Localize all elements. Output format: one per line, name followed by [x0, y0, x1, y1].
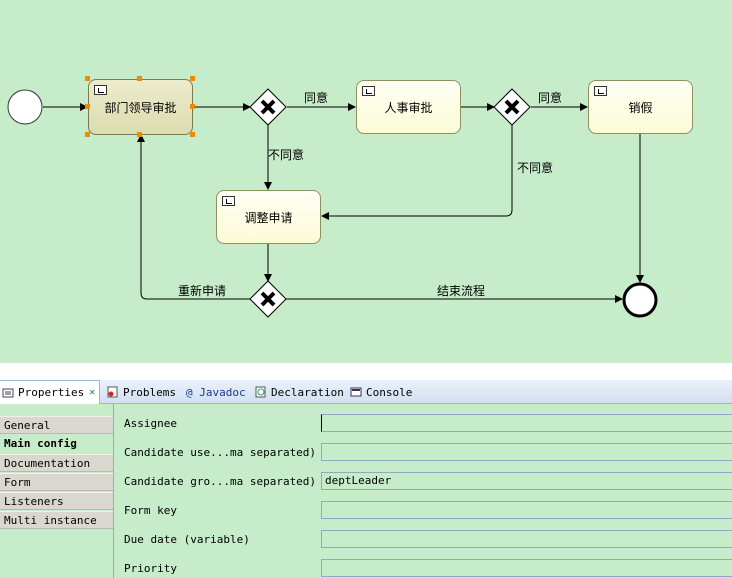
tab-problems[interactable]: Problems: [107, 380, 176, 404]
flow-lines: [7, 88, 658, 318]
candidate-users-label: Candidate use...ma separated): [124, 446, 317, 459]
flow-label-reapply[interactable]: 重新申请: [178, 284, 227, 298]
selection-handle[interactable]: [137, 76, 142, 81]
tab-label: Console: [366, 385, 413, 399]
selection-handle[interactable]: [190, 76, 195, 81]
user-task-icon: [362, 86, 375, 96]
tab-declaration[interactable]: Declaration: [255, 380, 344, 404]
sidebar-item-form[interactable]: Form: [0, 473, 113, 491]
priority-label: Priority: [124, 562, 177, 575]
user-task-icon: [222, 196, 235, 206]
sidebar-item-multi-instance[interactable]: Multi instance: [0, 511, 113, 529]
tab-label: @ Javadoc: [186, 385, 246, 399]
selection-handle[interactable]: [85, 132, 90, 137]
due-date-input[interactable]: [321, 530, 732, 548]
tab-properties[interactable]: Properties ✕: [0, 380, 100, 404]
view-tab-bar: Properties ✕ Problems @ Javadoc Declarat…: [0, 380, 732, 404]
close-icon[interactable]: ✕: [89, 387, 96, 398]
declaration-icon: [255, 386, 266, 398]
canvas-divider: [0, 363, 732, 380]
sidebar-item-general[interactable]: General: [0, 416, 113, 434]
flow-label-agree[interactable]: 同意: [538, 91, 563, 105]
flow-label-end-process[interactable]: 结束流程: [437, 284, 486, 298]
flow-label-agree[interactable]: 同意: [304, 91, 329, 105]
selection-handle[interactable]: [85, 104, 90, 109]
tab-console[interactable]: Console: [350, 380, 412, 404]
sidebar-item-main-config[interactable]: Main config: [0, 435, 113, 453]
priority-input[interactable]: [321, 559, 732, 577]
task-label: 调整申请: [244, 210, 293, 225]
properties-icon: [2, 388, 14, 397]
user-task-icon: [94, 85, 107, 95]
sidebar-item-documentation[interactable]: Documentation: [0, 454, 113, 472]
properties-panel: General Main config Documentation Form L…: [0, 404, 732, 578]
sidebar-item-listeners[interactable]: Listeners: [0, 492, 113, 510]
task-cancel-leave[interactable]: 销假: [588, 80, 693, 134]
flow-label-disagree[interactable]: 不同意: [268, 148, 305, 162]
task-adjust-request[interactable]: 调整申请: [216, 190, 321, 244]
tab-label: Declaration: [271, 385, 344, 399]
start-event: [7, 89, 43, 125]
task-dept-leader-approval[interactable]: 部门领导审批: [88, 79, 193, 135]
exclusive-gateway-1: [249, 88, 287, 126]
task-label: 人事审批: [384, 100, 433, 115]
candidate-groups-input[interactable]: deptLeader: [321, 472, 732, 490]
console-icon: [350, 387, 362, 397]
process-diagram-canvas[interactable]: 部门领导审批 人事审批 销假 调整申请 同意 同意 不同意 不同意 重新申请 结…: [0, 0, 732, 363]
selection-handle[interactable]: [85, 76, 90, 81]
due-date-label: Due date (variable): [124, 533, 250, 546]
selection-handle[interactable]: [137, 132, 142, 137]
form-key-input[interactable]: [321, 501, 732, 519]
end-event: [622, 282, 658, 318]
task-hr-approval[interactable]: 人事审批: [356, 80, 461, 134]
selection-handle[interactable]: [190, 132, 195, 137]
selection-handle[interactable]: [190, 104, 195, 109]
form-key-label: Form key: [124, 504, 177, 517]
flow-label-disagree[interactable]: 不同意: [517, 161, 554, 175]
user-task-icon: [594, 86, 607, 96]
tab-javadoc[interactable]: @ Javadoc: [186, 380, 246, 404]
properties-sidebar: General Main config Documentation Form L…: [0, 404, 114, 578]
assignee-label: Assignee: [124, 417, 177, 430]
tab-label: Properties: [18, 386, 85, 399]
candidate-groups-label: Candidate gro...ma separated): [124, 475, 317, 488]
problems-icon: [107, 386, 118, 398]
task-label: 销假: [628, 100, 653, 115]
exclusive-gateway-3: [249, 280, 287, 318]
tab-label: Problems: [123, 385, 176, 399]
assignee-input[interactable]: [321, 414, 732, 432]
task-label: 部门领导审批: [104, 100, 177, 115]
candidate-users-input[interactable]: [321, 443, 732, 461]
exclusive-gateway-2: [493, 88, 531, 126]
